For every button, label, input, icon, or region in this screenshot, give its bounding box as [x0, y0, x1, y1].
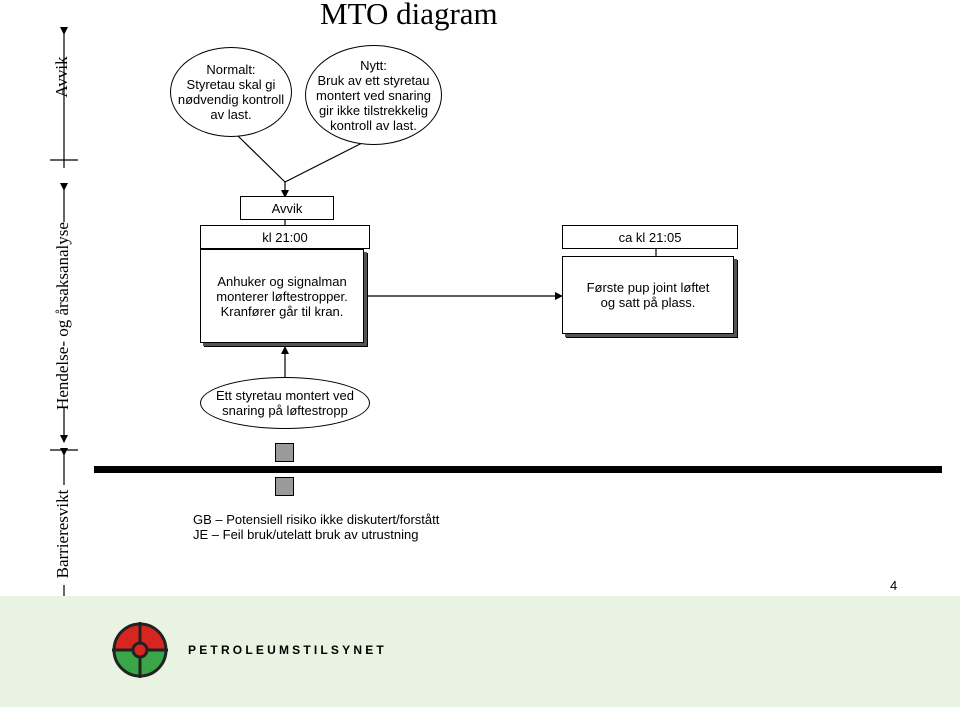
ellipse-new-text: Nytt: Bruk av ett styretau montert ved s… — [316, 57, 431, 133]
legend: GB – Potensiell risiko ikke diskutert/fo… — [193, 512, 439, 542]
barrier-line — [94, 466, 942, 473]
lane-label-barrieresvikt: Barrieresvikt — [53, 489, 72, 579]
ellipse-cause-text: Ett styretau montert ved snaring på løft… — [215, 388, 354, 418]
ellipse-cause: Ett styretau montert ved snaring på løft… — [200, 377, 370, 429]
ellipse-normal: Normalt: Styretau skal gi nødvendig kont… — [170, 47, 292, 137]
event-box-1: Anhuker og signalman monterer løftestrop… — [200, 249, 364, 343]
event-box-2: Første pup joint løftet og satt på plass… — [562, 256, 734, 334]
page-title: MTO diagram — [320, 0, 498, 31]
time-box-1: kl 21:00 — [200, 225, 370, 249]
time-box-2: ca kl 21:05 — [562, 225, 738, 249]
avvik-box: Avvik — [240, 196, 334, 220]
event-box-2-text: Første pup joint løftet og satt på plass… — [586, 280, 710, 310]
lane-label-hendelse: Hendelse- og årsaksanalyse — [53, 222, 72, 410]
event-box-1-text: Anhuker og signalman monterer løftestrop… — [216, 273, 348, 319]
ellipse-new: Nytt: Bruk av ett styretau montert ved s… — [305, 45, 442, 145]
legend-gb: GB – Potensiell risiko ikke diskutert/fo… — [193, 512, 440, 527]
barrier-marker-je — [275, 477, 294, 496]
brand-name: PETROLEUMSTILSYNET — [188, 643, 387, 657]
petroleumstilsynet-logo-icon — [112, 622, 168, 678]
barrier-marker-gb — [275, 443, 294, 462]
legend-je: JE – Feil bruk/utelatt bruk av utrustnin… — [193, 527, 419, 542]
lane-label-avvik: Avvik — [52, 56, 71, 98]
page-number: 4 — [890, 578, 898, 593]
ellipse-normal-text: Normalt: Styretau skal gi nødvendig kont… — [177, 62, 285, 122]
